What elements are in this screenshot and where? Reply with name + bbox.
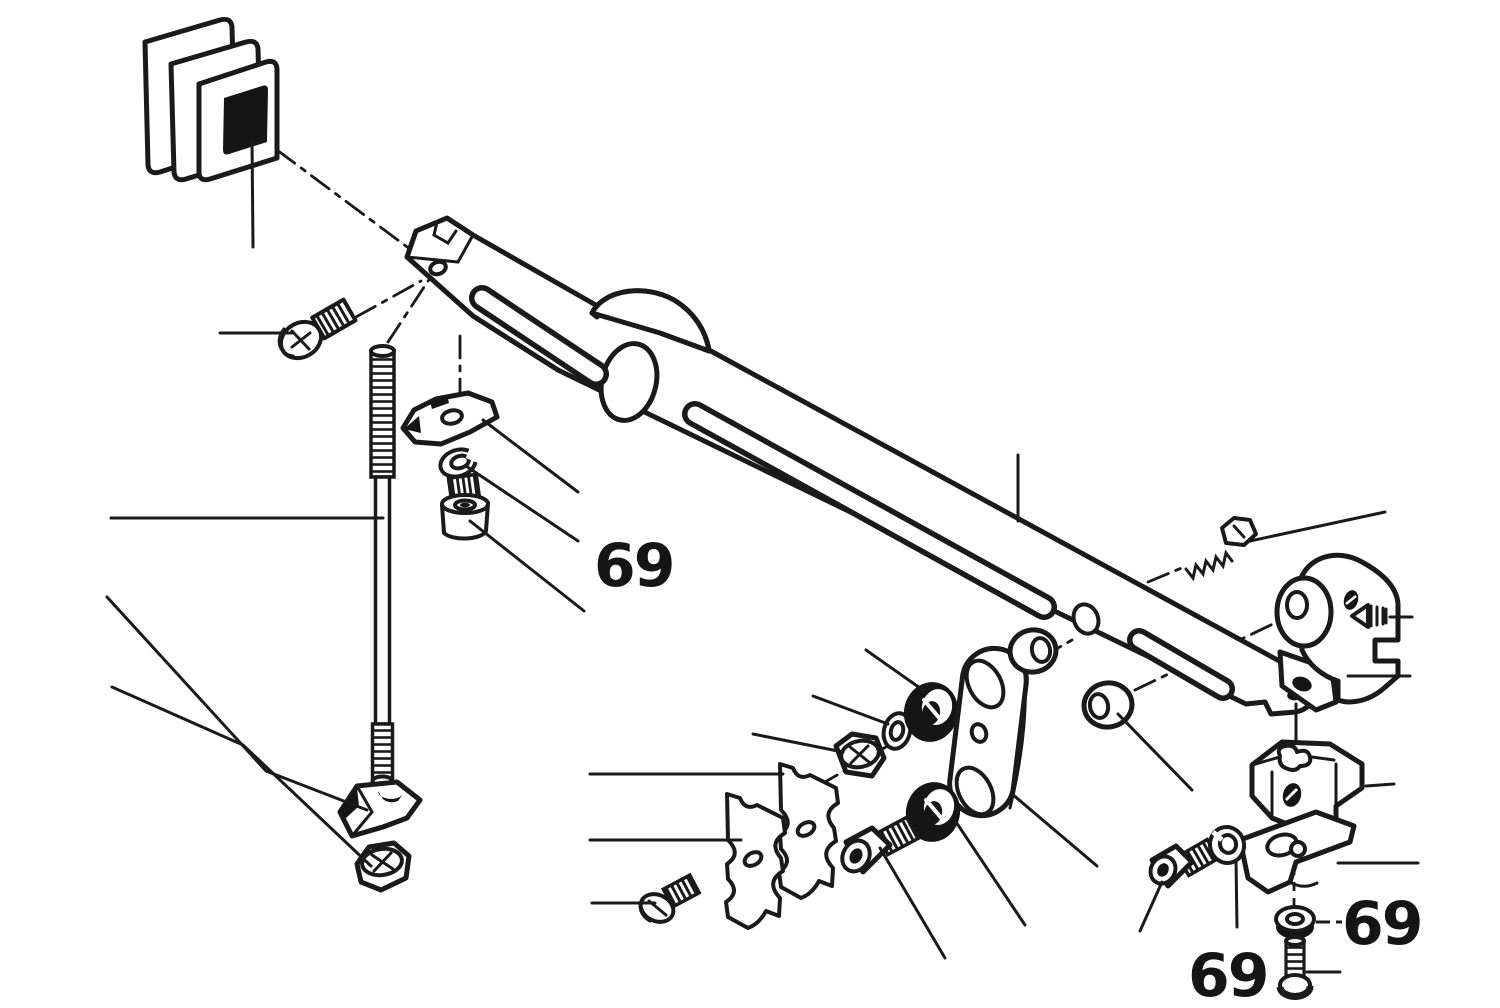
spring-washer-right [1207, 825, 1247, 865]
serrated-plate-right [777, 762, 840, 900]
clamp-block [1249, 739, 1365, 833]
link-plate [947, 645, 1029, 819]
centerline-pad-to-arm [275, 148, 432, 266]
pivot-mount [1274, 552, 1401, 713]
hex-nut-mid [833, 731, 887, 779]
bushing-upper [1007, 627, 1059, 675]
phillips-screw [277, 297, 358, 361]
leader-lines [105, 138, 1420, 974]
leader-washer-mid [811, 694, 890, 726]
leader-split-washer [464, 464, 580, 543]
cup-washer [1274, 905, 1316, 939]
centerline-screw-axis [354, 279, 423, 319]
split-washer [438, 445, 486, 479]
leader-bushing-right [1116, 712, 1194, 792]
leader-cap-screw-br [1138, 880, 1164, 933]
leader-link-plate [1010, 792, 1099, 868]
leader-clip [481, 418, 580, 494]
pan-head-screw [638, 872, 702, 924]
leader-ball-socket-upper [864, 648, 929, 695]
socket-screw-upper [440, 472, 490, 541]
retainer-clip [400, 390, 500, 447]
leader-socket-screw-upper [468, 519, 586, 613]
flat-washer-mid [881, 711, 913, 751]
cap-screw-mid [840, 815, 921, 875]
cap-screw-bottom-right [1148, 837, 1221, 889]
wedge-plate [337, 779, 423, 839]
callout-69-right: 69 [1342, 889, 1422, 959]
serrated-plate-left [724, 792, 787, 930]
leader-cap-screw-mid [878, 846, 947, 960]
leader-hex-nut-lower [110, 685, 373, 868]
leader-pad [250, 138, 255, 249]
leader-ball-socket-lower [954, 820, 1027, 927]
threaded-rod [369, 344, 396, 788]
callout-69-bottom: 69 [1188, 941, 1268, 1008]
buffer-pad-stack [142, 16, 280, 183]
centerline-bolt-axis [1146, 565, 1186, 584]
stud-screw-bottom [1276, 935, 1314, 1000]
leader-hex-nut-mid [751, 732, 845, 754]
leader-wedge-plate [105, 595, 369, 812]
set-screw [1350, 603, 1388, 629]
clamp-strip [1237, 809, 1357, 895]
leader-clamp-block [1364, 782, 1396, 788]
leader-hex-bolt [1248, 510, 1387, 543]
centerline-rod-axis [386, 273, 434, 344]
hex-nut-lower [354, 840, 412, 893]
callout-69-left: 69 [594, 531, 674, 601]
leader-spring-washer [1234, 858, 1239, 929]
hex-bolt-right [1184, 516, 1258, 582]
